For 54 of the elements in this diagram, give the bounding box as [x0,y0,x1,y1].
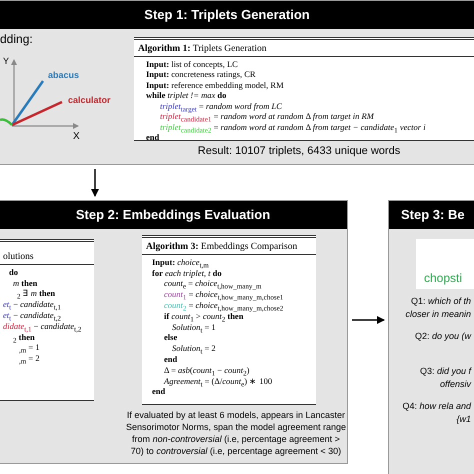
code-line: if count$_{1}$ > count$_{2}$ then [164,310,244,324]
code-line: Solution$_{t}$ = 1 [172,322,216,334]
code-line: Δ = asb(count$_{1}$ − count$_{2}$) [164,364,250,378]
body-text: Q4: how rela and {w1 [401,400,471,426]
code-line: olutions [3,252,34,262]
code-line: et$_{t}$ − candidate$_{t,2}$ [3,310,61,323]
code-line: Input: choice$_{t,m}$ [152,256,209,270]
step-panel [0,200,348,464]
vector-label: abacus [48,70,80,80]
code-line: count$_{2}$ = choice$_{t,how_many_m,chose2}$ [164,300,284,313]
body-text: Q1: which of th closer in meanin [404,295,471,321]
code-line: m then [13,278,38,288]
code-line: do [9,266,18,277]
code-line: for each triplet, t do [152,268,222,278]
arrow [352,316,385,324]
plot-title: dding: [0,32,33,46]
code-line: didate$_{t,1}$ − candidate$_{t,2}$ [3,320,82,334]
step-panel [0,0,474,165]
code-line: end [146,132,160,142]
panel-header: Step 1: Triplets Generation [0,1,474,29]
code-line: else [164,332,178,342]
code-line: Input: reference embedding model, RM [146,80,284,90]
step-panel [388,200,474,474]
code-line: Input: concreteness ratings, CR [146,69,256,79]
code-line: Input: list of concepts, LC [146,58,238,68]
code-line: Algorithm 1: Triplets Generation [138,44,267,54]
panel-header: Step 3: Be [389,201,474,229]
code-line: count$_{1}$ = choice$_{t,how_many_m,chose1}$ [164,289,284,302]
code-line: triplet$_{target}$ = random word from LC [160,100,282,114]
word-card [416,239,474,289]
axis-label: Y [3,56,10,66]
arrow [91,169,99,197]
panel-header: Step 2: Embeddings Evaluation [0,201,347,229]
code-line: $_{2}$ ∃ m then [17,288,56,302]
vector-label: calculator [68,95,111,105]
code-line: Solution$_{t}$ = 2 [172,343,216,356]
code-line: Agreement$_{t}$ = (Δ/count$_{e}$) ∗ 100 [164,376,272,388]
body-text: Q3: did you f offensiv [418,365,471,391]
code-line: while triplet != max do [146,90,226,100]
code-line: count$_{e}$ = choice$_{t,how_many_m}$ [164,278,262,292]
code-line: $_{,m}$ = 2 [19,353,40,367]
code-line: triplet$_{candidate2}$ = random word at random Δ from target − candidate$_{1}$ vector i [160,122,426,136]
algorithm-box [134,37,474,141]
body-text: Result: 10107 triplets, 6433 unique words [196,145,402,157]
algorithm-box [142,235,316,405]
code-line: end [152,386,166,396]
word-label: chopsti [424,271,462,285]
axis-label: X [73,131,80,142]
code-line: Algorithm 3: Embeddings Comparison [146,242,298,252]
algorithm-box [0,239,94,401]
body-text: If evaluated by at least 6 models, appears in Lancaster Sensorimotor Norms, span the model agreement range from non-controversial (i.e, percentage agreement > 70) to controversial (i.e, percentage agreement < 30) [125,409,347,457]
code-line: end [164,354,178,364]
code-line: et$_{t}$ − candidate$_{t,1}$ [3,299,61,312]
body-text: Q2: do you (w [414,330,471,343]
